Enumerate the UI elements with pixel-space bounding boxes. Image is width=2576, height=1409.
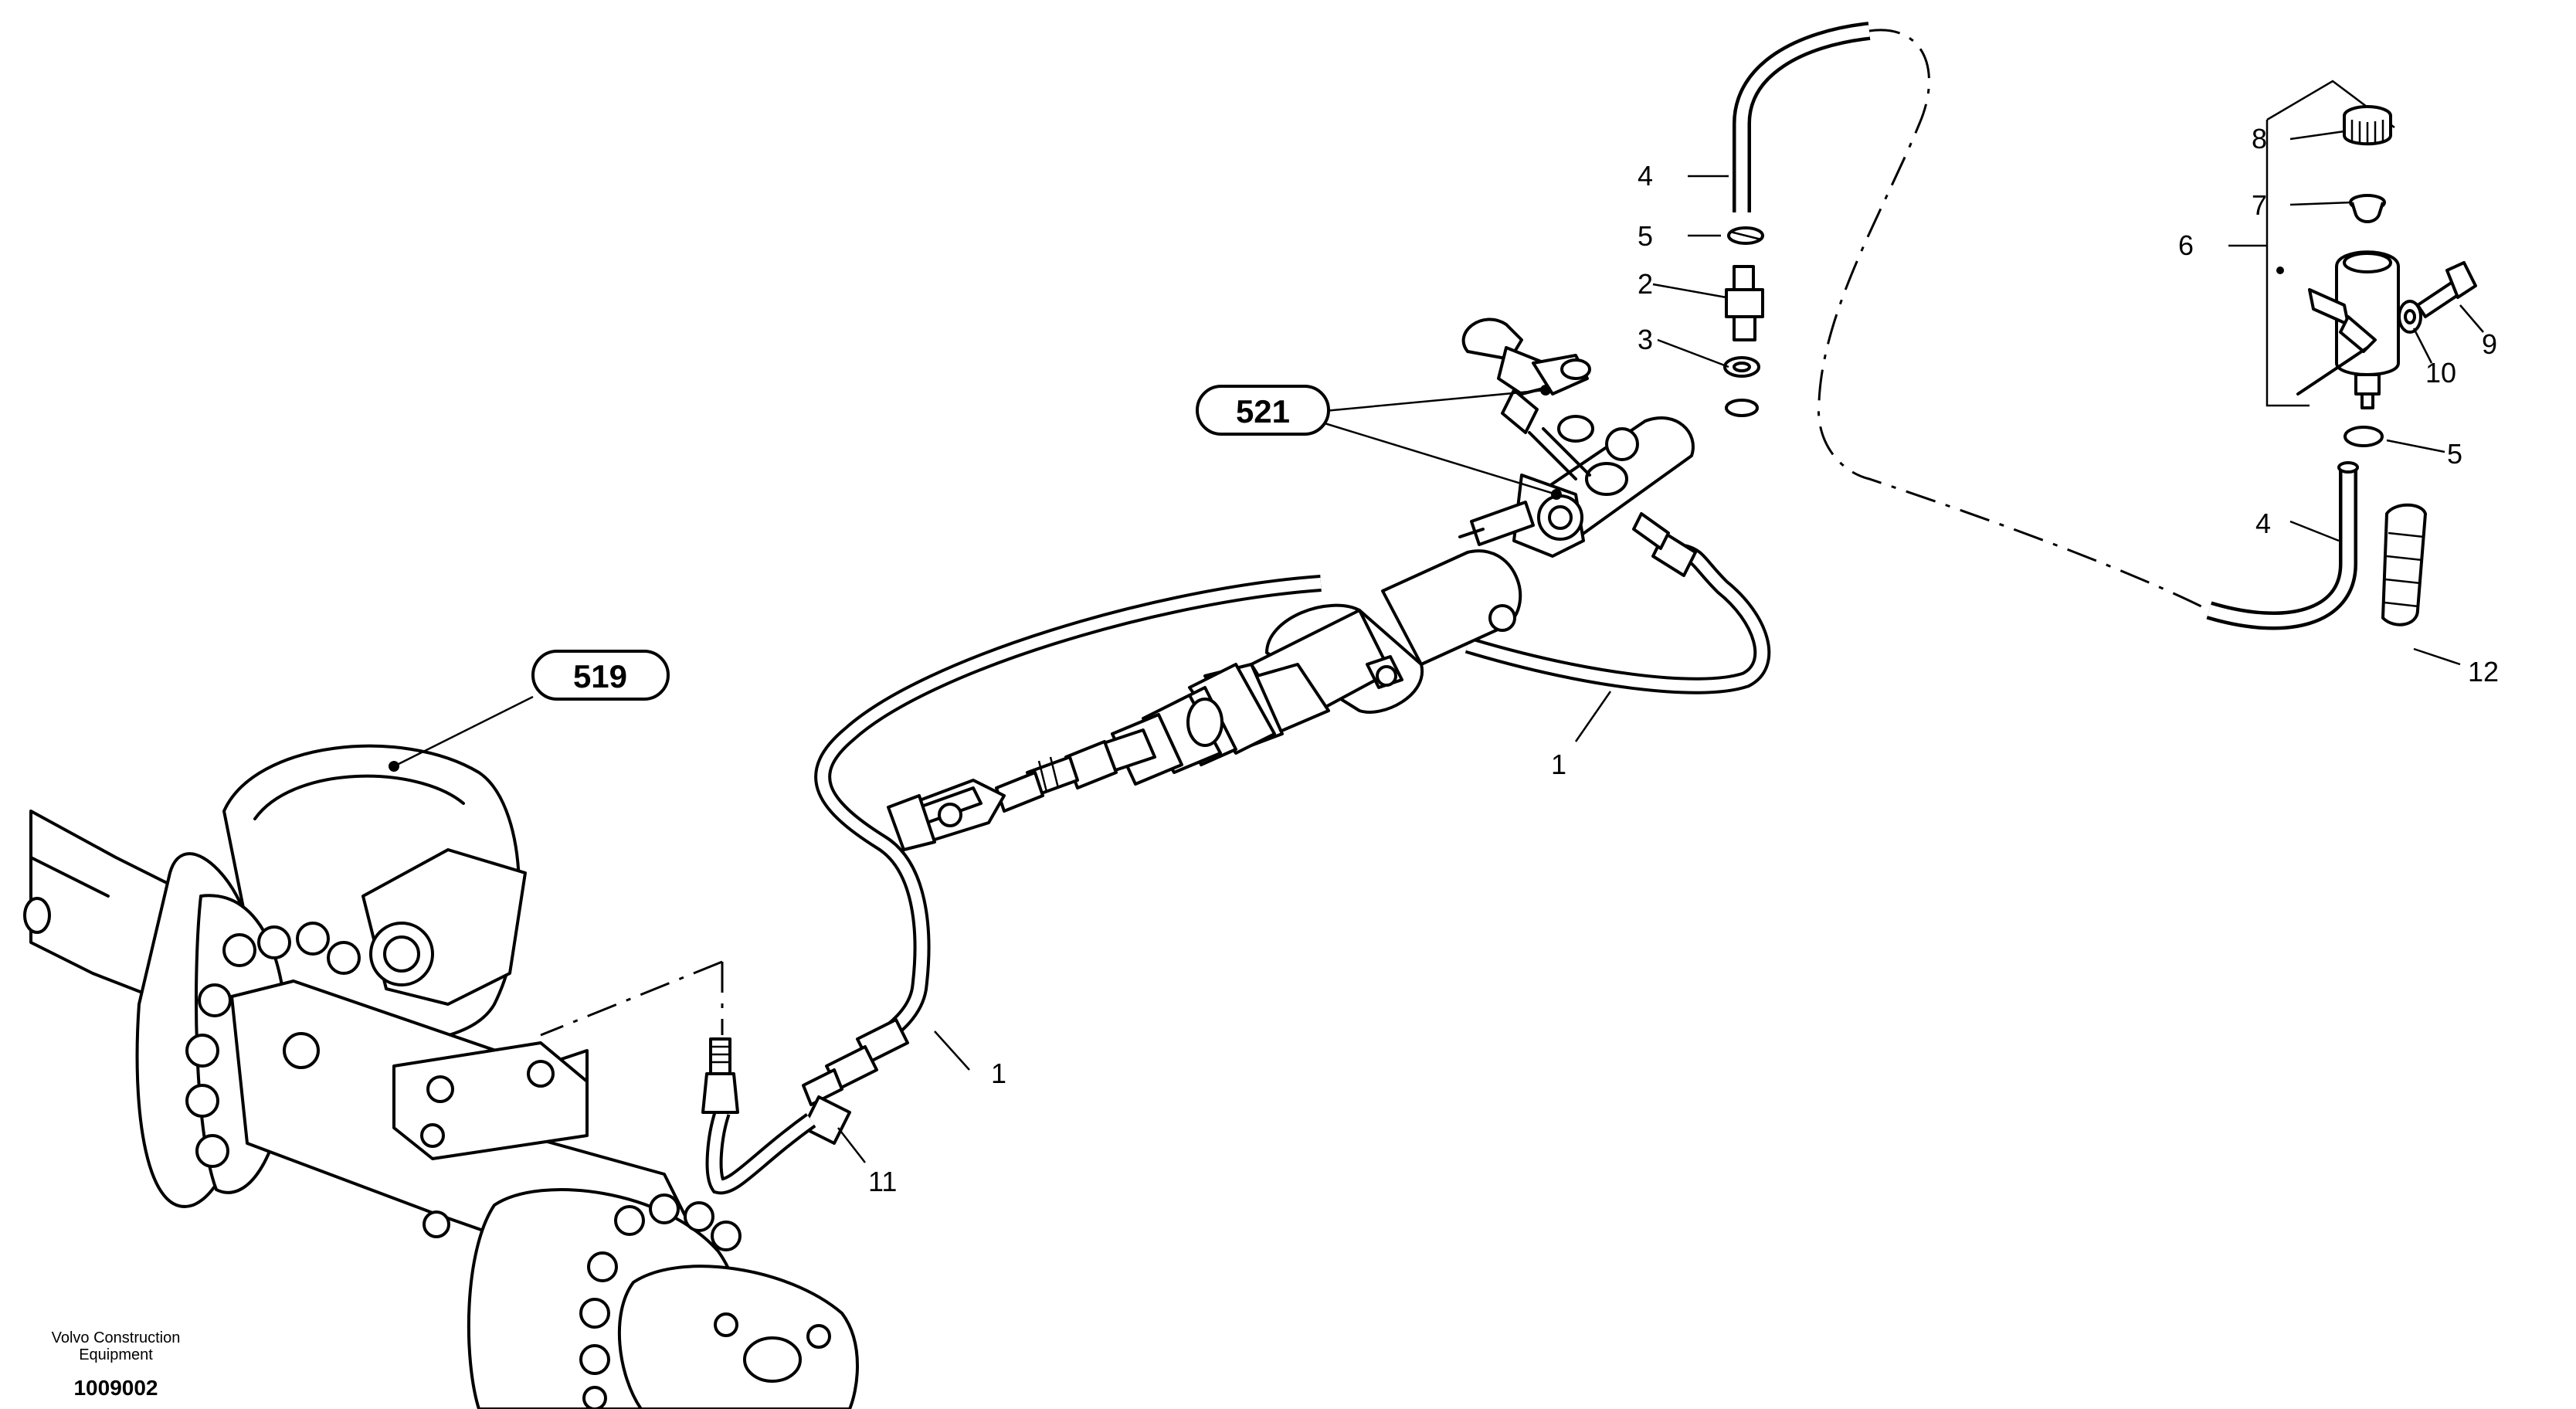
reference-521-label: 521 [1236,393,1290,429]
callout-9: 9 [2482,328,2497,360]
slave-cylinder [887,549,1522,851]
right-hub-bolts [579,1193,742,1409]
footer: Volvo Construction Equipment 1009002 [52,1329,181,1400]
callout-12: 12 [2468,656,2499,688]
callout-5-lower: 5 [2447,438,2462,470]
axle-assembly [23,744,859,1409]
callout-10: 10 [2425,357,2456,389]
callout-3: 3 [1638,324,1653,355]
callout-5-upper: 5 [1638,220,1653,252]
reservoir-assembly [2265,80,2477,447]
callout-1-right: 1 [1551,749,1566,780]
pipe-1 [701,512,1771,1195]
callout-11: 11 [868,1166,897,1197]
callout-4-lower: 4 [2255,508,2271,539]
reference-521: 521 [1196,385,1330,436]
brand-line-2: Equipment [79,1346,153,1363]
continuation-lines [540,29,2210,1037]
master-cylinder [1458,317,1695,558]
reference-519-label: 519 [573,658,627,694]
hub-bolts [185,922,361,1168]
callout-2: 2 [1638,268,1653,300]
reference-519: 519 [531,650,670,701]
callouts: 4 5 2 3 1 1 11 6 8 7 9 10 5 4 12 [868,123,2499,1197]
upper-hose-and-fittings [1723,22,1871,417]
leader-lines [393,130,2484,1163]
lower-hose-and-sleeve [2206,461,2427,630]
callout-4-upper: 4 [1638,160,1653,192]
callout-1-left: 1 [991,1058,1006,1089]
brand-line-1: Volvo Construction [52,1329,181,1346]
callout-6: 6 [2178,229,2194,261]
callout-7: 7 [2252,189,2267,221]
callout-8: 8 [2252,123,2267,154]
drawing-number: 1009002 [73,1376,158,1400]
